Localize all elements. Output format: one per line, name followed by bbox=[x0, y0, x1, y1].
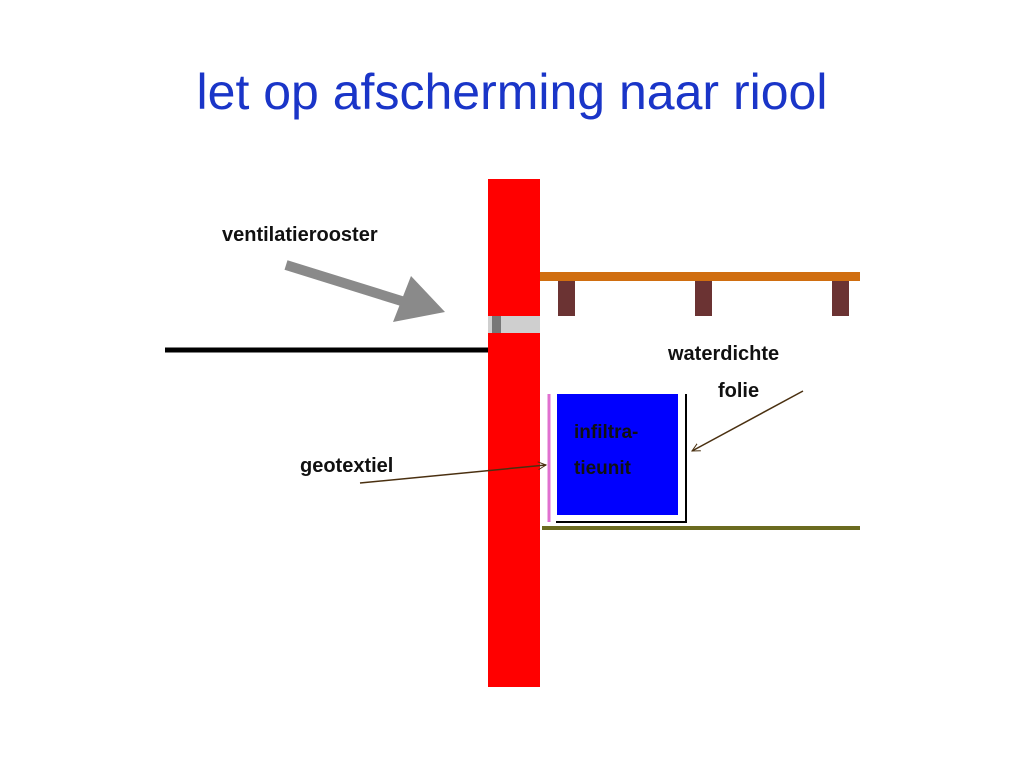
membrane-label-1: waterdichte bbox=[667, 343, 779, 365]
infiltration-unit-label-1: infiltra- bbox=[574, 422, 638, 443]
ventilation-label: ventilatierooster bbox=[222, 224, 378, 246]
geotextile-leader-line bbox=[359, 465, 546, 484]
slide-title: let op afscherming naar riool bbox=[196, 64, 828, 120]
infiltration-unit-label-2: tieunit bbox=[574, 458, 632, 479]
foundation-wall bbox=[488, 179, 540, 687]
floor-joist bbox=[832, 281, 849, 316]
membrane-leader-line bbox=[692, 390, 804, 452]
floor-joist bbox=[695, 281, 712, 316]
geotextile-label: geotextiel bbox=[300, 455, 393, 477]
ventilation-grille-edge bbox=[492, 316, 501, 333]
ventilation-arrow-head bbox=[393, 276, 445, 322]
membrane-label-2: folie bbox=[718, 380, 759, 402]
waterproof-membrane bbox=[556, 394, 687, 523]
infiltration-unit bbox=[557, 394, 678, 515]
floor-beam bbox=[540, 272, 860, 281]
ventilation-arrow-shaft bbox=[284, 260, 410, 308]
floor-joist bbox=[558, 281, 575, 316]
